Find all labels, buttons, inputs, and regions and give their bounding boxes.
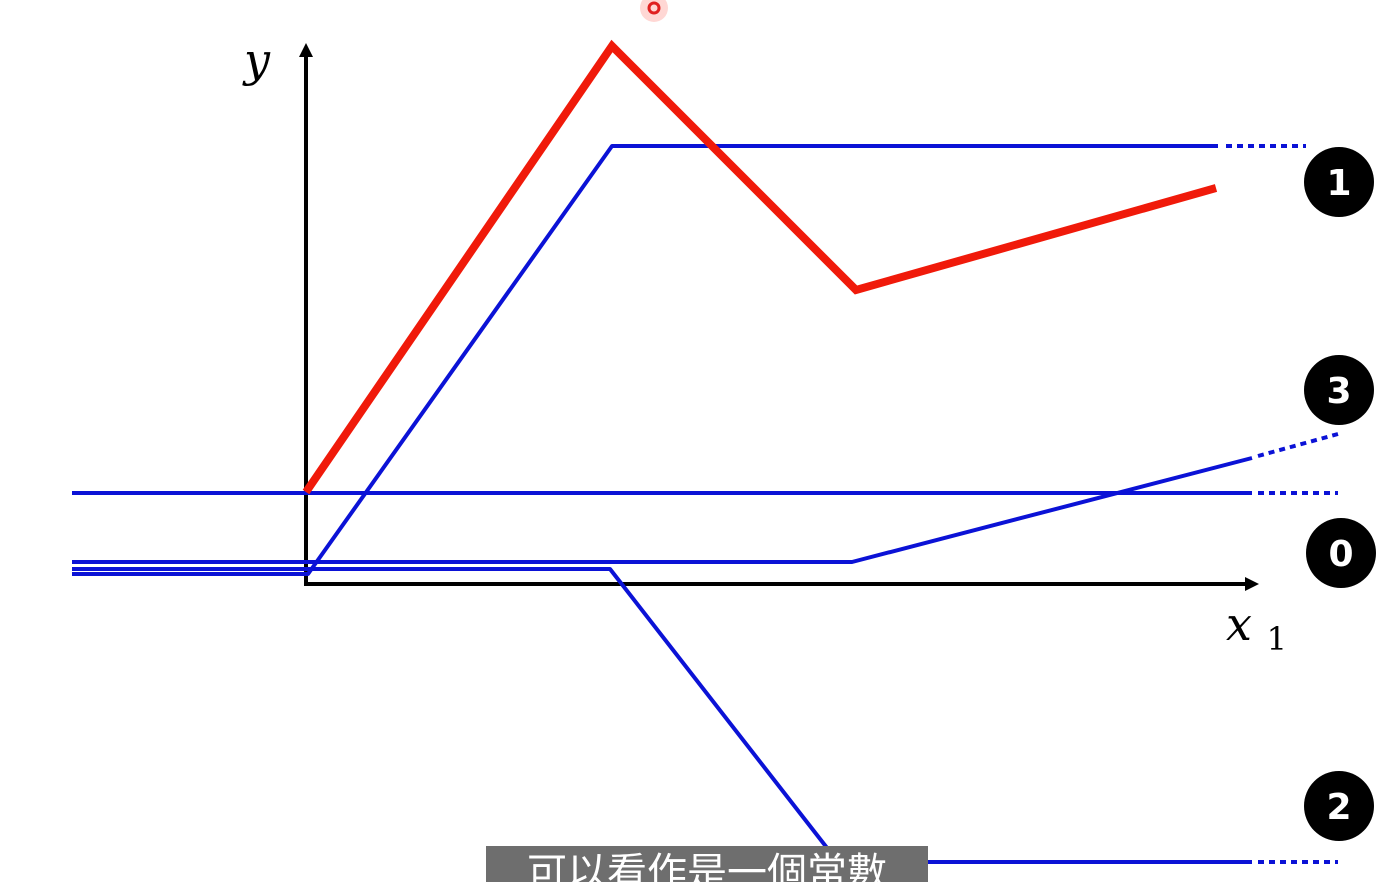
laser-pointer-glow <box>640 0 668 22</box>
component-curve-2 <box>72 567 1338 864</box>
badge-1: 1 <box>1304 147 1374 217</box>
component-3-line <box>72 456 1253 564</box>
badge-3-label: 3 <box>1326 371 1351 412</box>
badge-0-label: 0 <box>1328 534 1353 575</box>
component-curve-1 <box>72 144 1306 576</box>
component-1-line <box>72 144 1218 576</box>
badge-1-label: 1 <box>1326 163 1351 204</box>
badge-0: 0 <box>1306 518 1376 588</box>
badge-2: 2 <box>1304 771 1374 841</box>
laser-pointer-dot <box>647 1 661 15</box>
badge-2-circle <box>1304 771 1374 841</box>
component-3-continuation <box>1257 432 1339 458</box>
x-axis-label-main: x <box>1226 597 1252 651</box>
y-axis-label: y <box>242 33 271 87</box>
badge-3-circle <box>1304 355 1374 425</box>
badge-3: 3 <box>1304 355 1374 425</box>
x-axis-label: x 1 <box>1226 597 1287 658</box>
subtitle-caption: 可以看作是一個常數 <box>486 846 928 882</box>
component-2-line <box>72 567 1252 864</box>
target-curve <box>302 39 1218 495</box>
badge-0-circle <box>1306 518 1376 588</box>
badge-1-circle <box>1304 147 1374 217</box>
component-curve-3 <box>72 432 1339 564</box>
badge-2-label: 2 <box>1326 787 1351 828</box>
x-axis-label-subscript: 1 <box>1267 620 1287 658</box>
laser-pointer <box>640 0 668 22</box>
